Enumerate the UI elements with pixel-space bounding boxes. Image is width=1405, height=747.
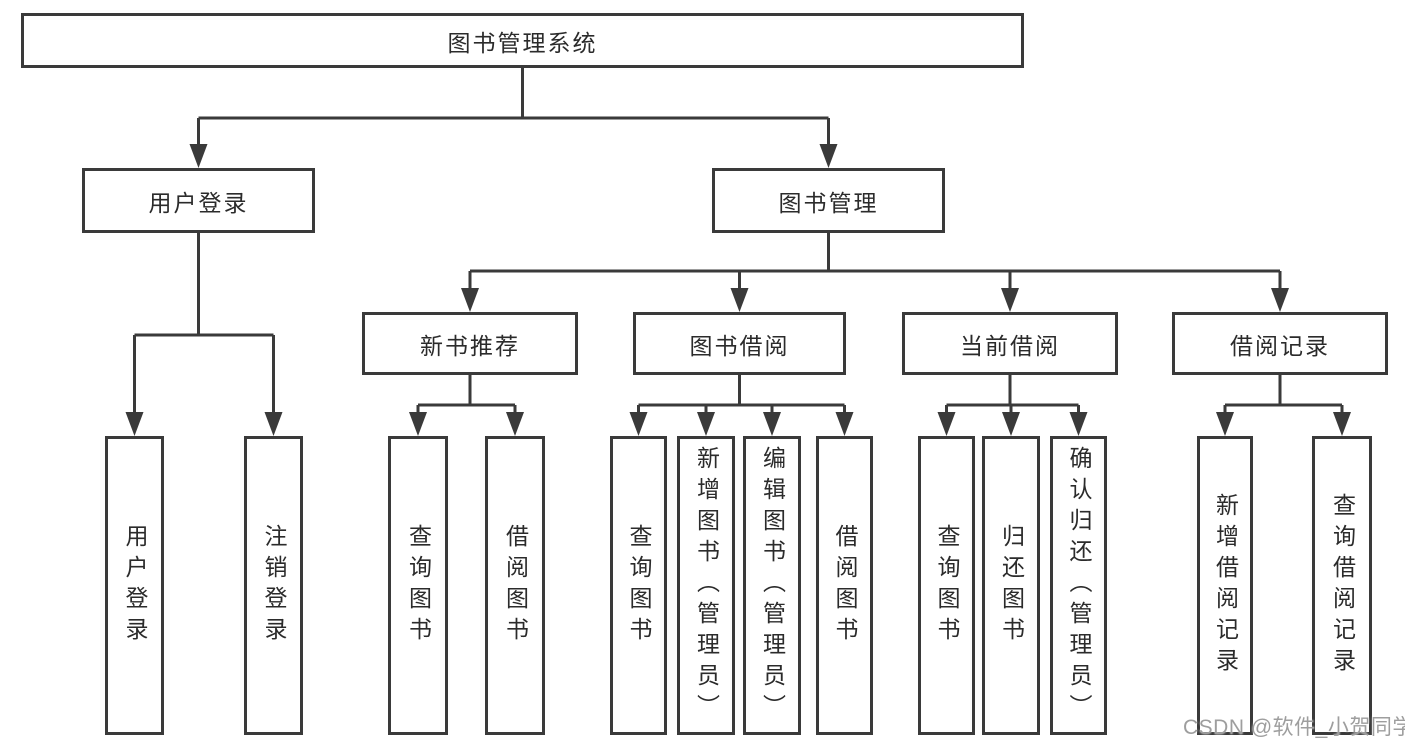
node-current-borrowing-label: 当前借阅: [960, 332, 1060, 359]
leaf-return-books: 归还图书: [982, 436, 1040, 735]
node-user-login: 用户登录: [82, 168, 315, 233]
leaf-user-login-label: 用户登录: [122, 523, 148, 648]
node-user-login-label: 用户登录: [148, 189, 249, 216]
leaf-return-books-label: 归还图书: [998, 523, 1025, 648]
leaf-recommend-query-books-label: 查询图书: [405, 523, 432, 648]
leaf-edit-book-admin-label: 编辑图书（管理员）: [759, 446, 786, 725]
connector-path: [133, 68, 1344, 414]
node-borrowing-records-label: 借阅记录: [1230, 332, 1330, 359]
leaf-add-book-admin-label: 新增图书（管理员）: [693, 446, 720, 725]
leaf-confirm-return-admin-label: 确认归还（管理员）: [1066, 446, 1092, 725]
node-book-borrowing-label: 图书借阅: [689, 332, 790, 359]
node-book-management-label: 图书管理: [778, 189, 879, 216]
leaf-logout-label: 注销登录: [261, 523, 287, 648]
leaf-edit-book-admin: 编辑图书（管理员）: [743, 436, 801, 735]
node-book-borrowing: 图书借阅: [633, 312, 846, 375]
leaf-query-borrow-record-label: 查询借阅记录: [1329, 492, 1356, 679]
leaf-borrowing-query-books: 查询图书: [610, 436, 667, 735]
leaf-current-query-books: 查询图书: [918, 436, 975, 735]
node-current-borrowing: 当前借阅: [902, 312, 1118, 375]
leaf-add-book-admin: 新增图书（管理员）: [677, 436, 735, 735]
node-borrowing-records: 借阅记录: [1172, 312, 1388, 375]
leaf-add-borrow-record-label: 新增借阅记录: [1212, 492, 1239, 679]
leaf-borrowing-query-books-label: 查询图书: [626, 523, 652, 648]
watermark-text: CSDN @软件_小贺同学: [1183, 716, 1405, 739]
leaf-user-login: 用户登录: [105, 436, 164, 735]
leaf-borrowing-borrow-books: 借阅图书: [816, 436, 873, 735]
leaf-recommend-borrow-books-label: 借阅图书: [502, 523, 529, 648]
leaf-query-borrow-record: 查询借阅记录: [1312, 436, 1372, 735]
leaf-borrowing-borrow-books-label: 借阅图书: [832, 523, 858, 648]
leaf-recommend-query-books: 查询图书: [388, 436, 448, 735]
node-book-management: 图书管理: [712, 168, 945, 233]
node-root: 图书管理系统: [21, 13, 1024, 68]
leaf-logout: 注销登录: [244, 436, 303, 735]
node-root-label: 图书管理系统: [447, 29, 598, 56]
leaf-current-query-books-label: 查询图书: [934, 523, 960, 648]
leaf-confirm-return-admin: 确认归还（管理员）: [1050, 436, 1107, 735]
node-new-book-recommend-label: 新书推荐: [420, 332, 520, 359]
node-new-book-recommend: 新书推荐: [362, 312, 578, 375]
arrowheads: [125, 144, 1351, 436]
leaf-add-borrow-record: 新增借阅记录: [1197, 436, 1253, 735]
leaf-recommend-borrow-books: 借阅图书: [485, 436, 545, 735]
